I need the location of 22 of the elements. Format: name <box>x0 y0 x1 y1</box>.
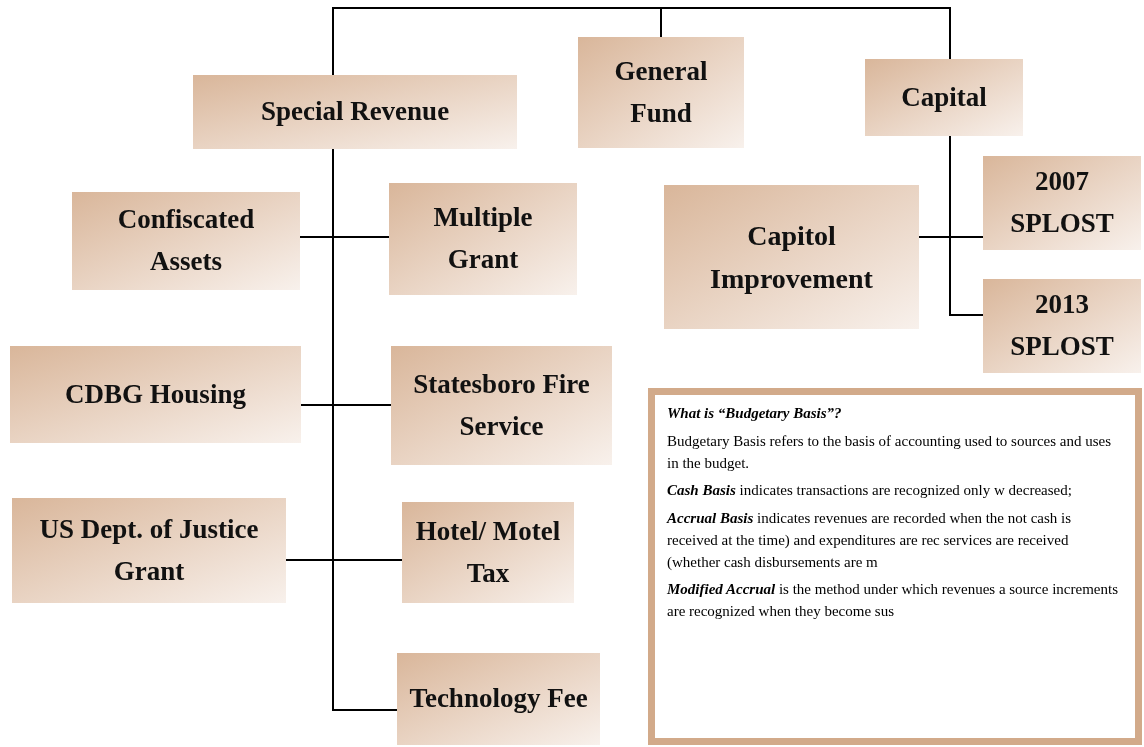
connector-line <box>949 135 984 316</box>
fund-box: Capital <box>865 59 1023 136</box>
fund-box: 2007 SPLOST <box>983 156 1141 250</box>
fund-box: Statesboro Fire Service <box>391 346 612 465</box>
definition-text: Budgetary Basis refers to the basis of accounting used to sources and uses in the budget. <box>667 431 1113 473</box>
fund-box: CDBG Housing <box>10 346 301 443</box>
fund-box: Confiscated Assets <box>72 192 300 290</box>
definition-text: Cash Basis indicates transactions are recognized only w decreased; <box>667 481 1073 501</box>
fund-box: Multiple Grant <box>389 183 577 295</box>
panel-heading: What is “Budgetary Basis”? <box>667 404 843 423</box>
fund-box: 2013 SPLOST <box>983 279 1141 373</box>
connector-line <box>660 7 951 60</box>
definition-text: Accrual Basis indicates revenues are recorded when the not cash is received at the time) and expenditures are rec services are received (whether cash disbursements are m <box>667 509 1073 572</box>
fund-box: US Dept. of Justice Grant <box>12 498 286 603</box>
fund-box: Special Revenue <box>193 75 517 149</box>
fund-box: Technology Fee <box>397 653 600 745</box>
fund-box: Capitol Improvement <box>664 185 919 329</box>
fund-box: Hotel/ Motel Tax <box>402 502 574 603</box>
fund-box: General Fund <box>578 37 744 148</box>
connector-line <box>332 7 662 76</box>
info-panel <box>648 388 1142 745</box>
definition-text: Modified Accrual is the method under which revenues a source increments are recognized when they become sus <box>667 580 1119 621</box>
